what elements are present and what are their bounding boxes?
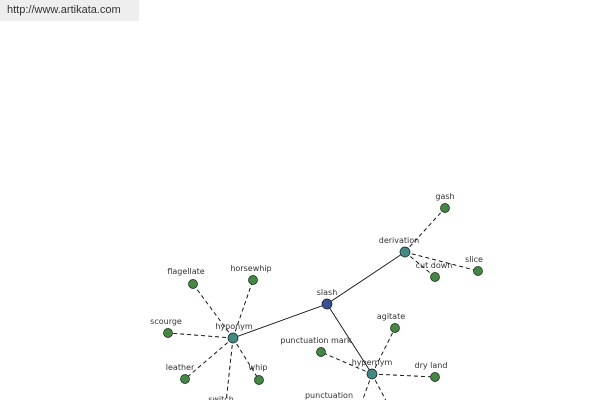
edge-derivation-gash (404, 207, 446, 253)
edge-hyponym-flagellate (192, 283, 234, 339)
node-slice[interactable] (473, 266, 483, 276)
edge-hyponym-leather (184, 337, 234, 380)
node-slash[interactable] (321, 298, 333, 310)
node-label-hyponym[interactable]: hyponym (215, 322, 253, 331)
node-gash[interactable] (440, 203, 450, 213)
node-derivation[interactable] (399, 246, 411, 258)
edge-slash-hypernym (326, 303, 373, 375)
node-label-dry-land[interactable]: dry land (415, 361, 448, 370)
graph-edges (167, 207, 479, 400)
graph-nodes (163, 203, 483, 385)
node-label-punctuation-mark[interactable]: punctuation mark (280, 336, 352, 345)
node-label-whip[interactable]: whip (249, 363, 268, 372)
node-label-switch[interactable]: switch (208, 395, 234, 400)
node-punctuation-mark[interactable] (316, 347, 326, 357)
node-label-hypernym[interactable]: hypernym (352, 358, 393, 367)
node-label-scourge[interactable]: scourge (150, 317, 182, 326)
node-horsewhip[interactable] (248, 275, 258, 285)
node-label-gash[interactable]: gash (435, 192, 454, 201)
edge-slash-hyponym (232, 303, 328, 339)
node-label-derivation[interactable]: derivation (379, 236, 419, 245)
edge-hypernym-punctuation_mark (320, 351, 373, 375)
node-label-agitate[interactable]: agitate (377, 312, 405, 321)
node-label-slice[interactable]: slice (465, 255, 483, 264)
node-scourge[interactable] (163, 328, 173, 338)
edge-hyponym-scourge (167, 332, 234, 339)
edge-hyponym-horsewhip (232, 279, 254, 339)
node-label-horsewhip[interactable]: horsewhip (230, 264, 271, 273)
node-label-cut-down[interactable]: cut down (416, 261, 453, 270)
node-whip[interactable] (254, 375, 264, 385)
edge-derivation-slice (404, 251, 479, 272)
edge-hypernym-offscreen_term (371, 373, 387, 400)
edge-hypernym-dry_land (371, 373, 436, 378)
node-leather[interactable] (180, 374, 190, 384)
node-label-leather[interactable]: leather (166, 363, 195, 372)
node-dry-land[interactable] (430, 372, 440, 382)
node-cut-down[interactable] (430, 272, 440, 282)
node-agitate[interactable] (390, 323, 400, 333)
node-hyponym[interactable] (227, 332, 239, 344)
edge-hypernym-agitate (371, 327, 396, 375)
node-hypernym[interactable] (366, 368, 378, 380)
edge-hyponym-whip (232, 337, 260, 381)
source-url-banner[interactable]: http://www.artikata.com (0, 0, 139, 21)
node-label-slash[interactable]: slash (317, 288, 338, 297)
graph-labels: slash derivation hyponym hypernym gash cut do… (150, 192, 483, 400)
node-flagellate[interactable] (188, 279, 198, 289)
edge-hyponym-switch (225, 337, 234, 400)
node-label-flagellate[interactable]: flagellate (167, 267, 204, 276)
node-label-punctuation[interactable]: punctuation (305, 391, 353, 400)
edge-slash-derivation (326, 251, 406, 305)
